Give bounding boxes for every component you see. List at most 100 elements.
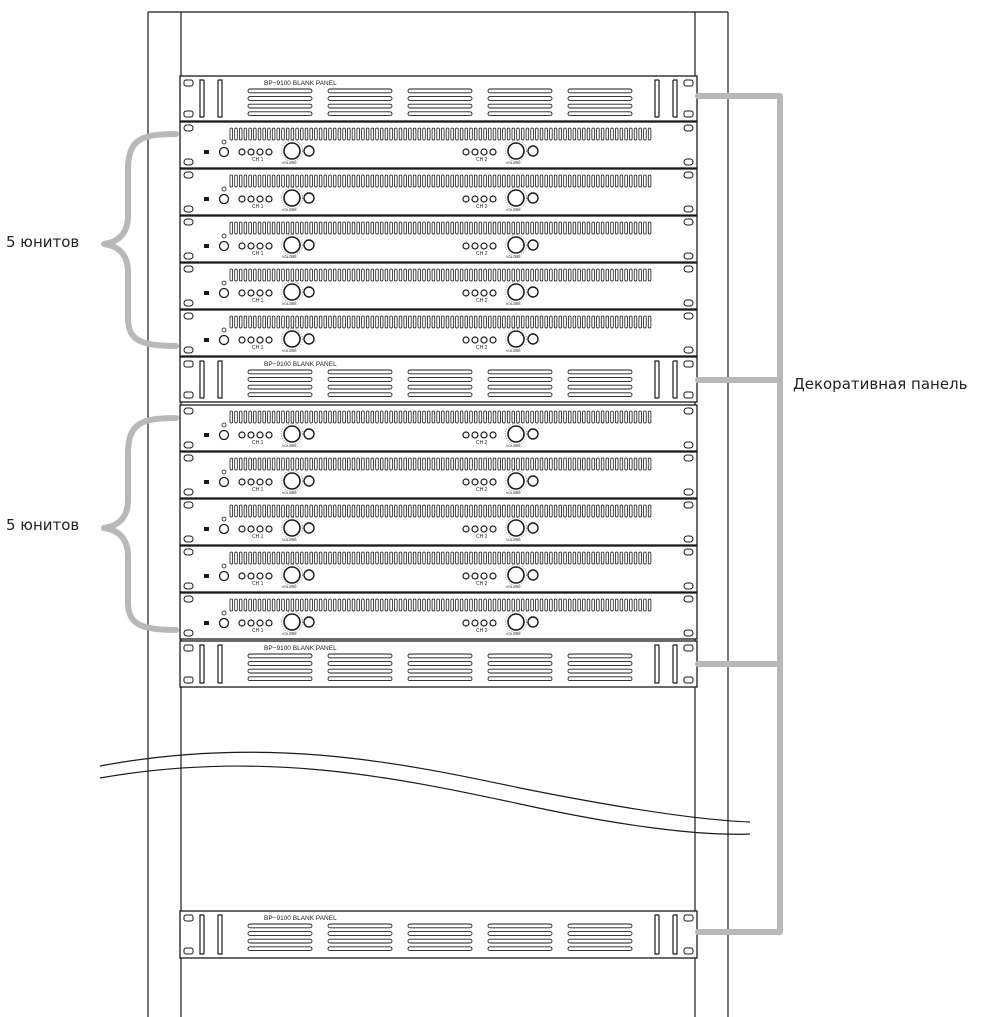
volume-label: VOLUME xyxy=(282,491,297,495)
vent-slit xyxy=(450,598,454,612)
vent-slit xyxy=(535,127,539,141)
vent-slit xyxy=(516,221,520,235)
vent-slit xyxy=(488,504,492,518)
vent-slit xyxy=(389,315,393,329)
vent-slit xyxy=(572,315,577,329)
mount-hole xyxy=(683,535,694,543)
vent-slit xyxy=(426,410,431,424)
vent-slit xyxy=(473,410,478,424)
vent-slit xyxy=(511,268,515,282)
vent-slit xyxy=(558,315,562,329)
vent-slit xyxy=(375,457,379,471)
vent-slit xyxy=(398,174,403,188)
vent-slit xyxy=(426,457,431,471)
vent-slit xyxy=(290,315,295,329)
vent-slit xyxy=(295,174,299,188)
vent-slit xyxy=(450,504,454,518)
channel-jack xyxy=(471,242,479,250)
channel-jack xyxy=(489,336,497,344)
vent-slit xyxy=(455,174,459,188)
vent-slit xyxy=(271,551,276,565)
mount-hole xyxy=(183,582,194,590)
power-switch xyxy=(204,150,209,154)
vent-slot xyxy=(407,938,473,944)
vent-slot xyxy=(327,88,393,94)
channel-jack xyxy=(256,148,264,156)
ch2-label: CH 2 xyxy=(476,345,488,351)
vent-slit xyxy=(337,504,342,518)
vent-slit xyxy=(516,598,520,612)
power-knob xyxy=(218,570,230,582)
power-led xyxy=(221,233,227,239)
vent-slit xyxy=(577,127,581,141)
vent-slit xyxy=(535,268,539,282)
channel-jack xyxy=(471,619,479,627)
ch2-label: CH 2 xyxy=(476,251,488,257)
output-jack xyxy=(527,475,539,487)
vent-slit xyxy=(478,174,483,188)
vent-slit xyxy=(516,457,520,471)
vent-slit xyxy=(356,410,360,424)
vent-slot xyxy=(567,946,633,952)
vent-slit xyxy=(483,174,487,188)
vent-slit xyxy=(370,268,374,282)
mount-hole xyxy=(183,299,194,307)
vent-slit xyxy=(342,315,346,329)
vent-slit xyxy=(638,315,642,329)
vent-slit xyxy=(506,127,511,141)
vent-slit xyxy=(492,551,497,565)
volume-scale xyxy=(505,470,527,492)
vent-slit xyxy=(615,410,619,424)
channel-jack xyxy=(471,148,479,156)
vent-slit xyxy=(243,174,248,188)
vent-slit xyxy=(605,221,609,235)
ch2-label: CH 2 xyxy=(476,157,488,163)
vent-slit xyxy=(610,221,614,235)
vent-slit xyxy=(365,410,370,424)
group-label-bottom: 5 юнитов xyxy=(6,516,80,534)
vent-slit xyxy=(436,268,440,282)
vent-slit xyxy=(412,457,417,471)
channel-jack xyxy=(489,289,497,297)
volume-label: VOLUME xyxy=(506,349,521,353)
vent-slit xyxy=(332,221,337,235)
vent-slit xyxy=(455,410,459,424)
mount-hole xyxy=(183,454,194,462)
vent-slit xyxy=(332,410,337,424)
vent-slit xyxy=(356,457,360,471)
vent-slot xyxy=(407,676,473,682)
vent-slit xyxy=(441,268,445,282)
vent-slit xyxy=(243,410,248,424)
vent-slit xyxy=(478,504,483,518)
vent-slit xyxy=(619,598,624,612)
vent-slit xyxy=(431,410,436,424)
power-switch xyxy=(204,574,209,578)
vent-slit xyxy=(238,221,243,235)
vent-slit xyxy=(638,174,642,188)
vent-slit xyxy=(436,174,440,188)
vent-slit xyxy=(600,504,605,518)
power-led xyxy=(221,327,227,333)
vent-slit xyxy=(445,315,450,329)
vent-slot xyxy=(487,369,553,375)
vent-slit xyxy=(253,127,257,141)
vent-slit xyxy=(473,268,478,282)
vent-slit xyxy=(403,410,407,424)
vent-slit xyxy=(384,268,389,282)
vent-slit xyxy=(332,457,337,471)
vent-slit xyxy=(412,268,417,282)
vent-slit xyxy=(328,598,332,612)
vent-slot xyxy=(247,923,313,929)
vent-slit xyxy=(553,410,558,424)
vent-slit xyxy=(403,315,407,329)
vent-slit xyxy=(408,221,412,235)
vent-slit xyxy=(568,598,572,612)
vent-slit xyxy=(267,598,271,612)
vent-slit xyxy=(586,127,591,141)
vent-slit xyxy=(511,174,515,188)
mount-hole xyxy=(683,79,694,87)
vent-slit xyxy=(323,127,327,141)
mount-hole xyxy=(683,629,694,637)
